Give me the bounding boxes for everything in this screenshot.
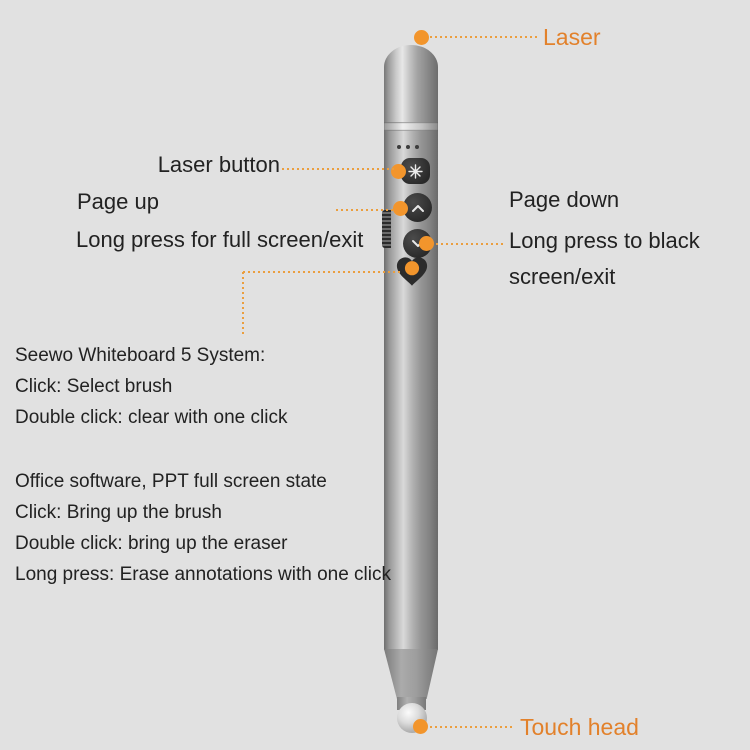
laser-button xyxy=(401,158,430,184)
marker-dot-page-down xyxy=(419,236,434,251)
marker-dot-laser-button xyxy=(391,164,406,179)
indicator-dot xyxy=(406,145,410,149)
marker-dot-touch-head xyxy=(413,719,428,734)
indicator-dot xyxy=(415,145,419,149)
marker-dot-page-up xyxy=(393,201,408,216)
laser-button-label: Laser button xyxy=(157,152,280,177)
page-down-long-press-label-line2: screen/exit xyxy=(509,264,616,289)
laser-star-icon xyxy=(408,163,423,179)
note-line: Click: Bring up the brush xyxy=(15,502,222,523)
note-line: Click: Select brush xyxy=(15,376,173,397)
leader-line-heart-vertical xyxy=(242,272,244,336)
chevron-up-icon xyxy=(410,203,426,213)
page-down-label: Page down xyxy=(509,187,620,212)
leader-line-laser xyxy=(430,36,538,38)
page-up-long-press-label: Long press for full screen/exit xyxy=(76,227,364,252)
note-line: Double click: bring up the eraser xyxy=(15,533,288,554)
note-line: Office software, PPT full screen state xyxy=(15,471,327,492)
pen-cap xyxy=(384,45,438,123)
note-line: Double click: clear with one click xyxy=(15,407,288,428)
leader-line-touch-head xyxy=(430,726,514,728)
whiteboard-notes: Seewo Whiteboard 5 System: Click: Select… xyxy=(15,340,287,433)
page-down-long-press-label-line1: Long press to black xyxy=(509,228,700,253)
note-line: Long press: Erase annotations with one c… xyxy=(15,564,391,585)
leader-line-page-up xyxy=(336,209,396,211)
laser-label: Laser xyxy=(543,24,601,50)
heart-icon xyxy=(395,256,429,288)
brush-heart-button xyxy=(395,256,429,288)
pen-taper xyxy=(384,649,438,699)
indicator-dot xyxy=(397,145,401,149)
page-up-label: Page up xyxy=(77,189,159,214)
touch-head-label: Touch head xyxy=(520,714,639,740)
leader-line-laser-button xyxy=(282,168,394,170)
note-line: Seewo Whiteboard 5 System: xyxy=(15,345,266,366)
office-notes: Office software, PPT full screen state C… xyxy=(15,466,391,590)
leader-line-heart-horizontal xyxy=(243,271,403,273)
leader-line-page-down xyxy=(436,243,506,245)
side-grip-ridges xyxy=(382,210,391,248)
pen-band xyxy=(384,122,438,131)
marker-dot-laser xyxy=(414,30,429,45)
